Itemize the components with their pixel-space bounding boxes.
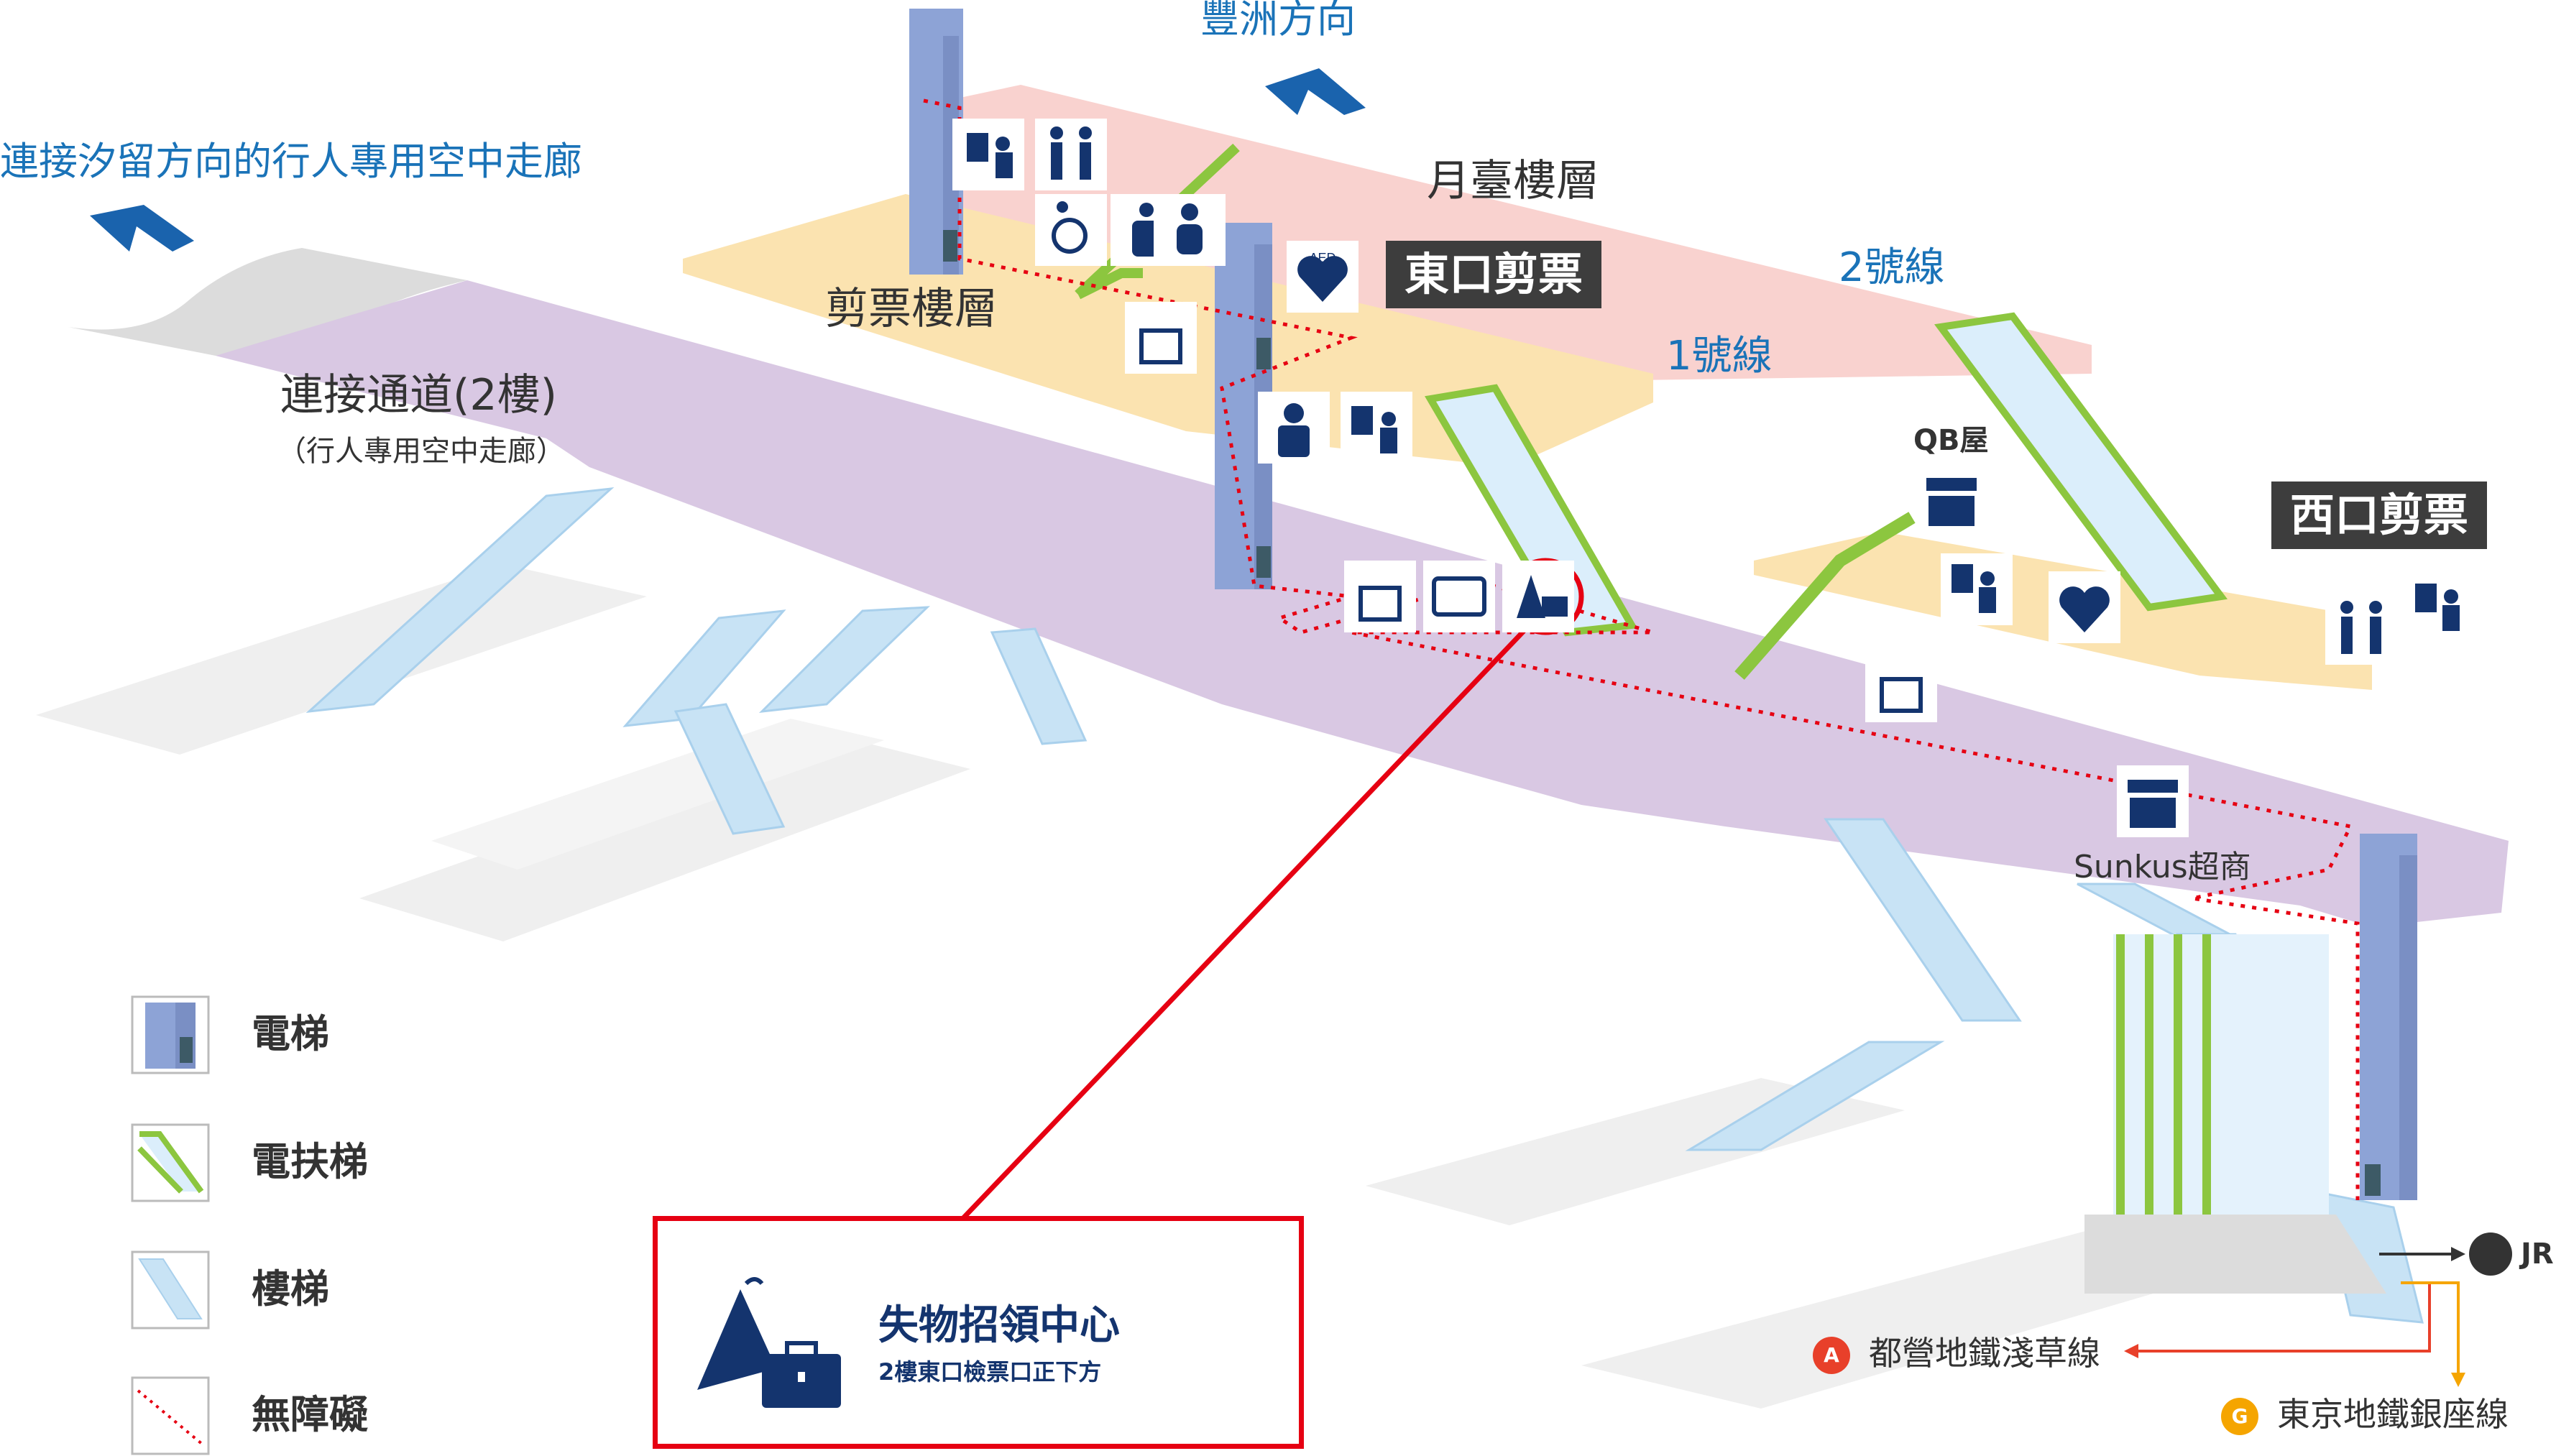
track-1-label: 1號線 bbox=[1666, 333, 1773, 379]
lost-and-found-icon bbox=[1502, 561, 1574, 632]
ginza-line-label: 東京地鐵銀座線 bbox=[2277, 1395, 2509, 1434]
arrow-toyosu-icon bbox=[1265, 68, 1366, 115]
wheelchair-icon bbox=[1035, 194, 1107, 266]
jr-badge-icon bbox=[2469, 1232, 2512, 1276]
qb-shop-label: QB屋 bbox=[1913, 424, 1989, 457]
corridor-label: 連接通道(2樓) bbox=[280, 370, 557, 420]
east-gate-label: 東口剪票 bbox=[1386, 241, 1602, 309]
asakusa-line-label: 都營地鐵淺草線 bbox=[1869, 1334, 2100, 1373]
locker-icon bbox=[1125, 302, 1197, 374]
legend-label-barrier-free: 無障礙 bbox=[252, 1392, 368, 1437]
facility-icons: AED bbox=[952, 119, 2476, 837]
locker-icon-2 bbox=[1344, 561, 1416, 632]
shop-icon bbox=[1916, 464, 1987, 535]
ticket-floor-label: 剪票樓層 bbox=[825, 284, 998, 334]
lost-and-found-large-icon bbox=[697, 1277, 841, 1408]
track-2-label: 2號線 bbox=[1839, 244, 1945, 291]
platform-floor-label: 月臺樓層 bbox=[1427, 156, 1599, 206]
sunkus-shop-label: Sunkus超商 bbox=[2074, 849, 2251, 885]
elevator-icon bbox=[131, 995, 210, 1074]
walkway-cap bbox=[68, 248, 467, 356]
ic-card-icon bbox=[1423, 561, 1495, 632]
escalator-icon bbox=[131, 1123, 210, 1202]
locker-icon-3 bbox=[1865, 650, 1937, 722]
toyosu-direction-label: 豐洲方向 bbox=[1200, 0, 1356, 42]
jr-label: JR bbox=[2521, 1238, 2554, 1271]
barrier-free-icon bbox=[131, 1376, 210, 1455]
transfer-arrows bbox=[2124, 1232, 2512, 1387]
arrow-shiodome-icon bbox=[90, 205, 194, 252]
aed-icon-text: AED bbox=[1309, 251, 1336, 265]
corridor-sub-label: （行人專用空中走廊） bbox=[277, 435, 565, 468]
callout-title: 失物招領中心 bbox=[878, 1302, 1120, 1349]
shop-icon-2 bbox=[2117, 765, 2189, 837]
restroom-icon-2 bbox=[2325, 593, 2397, 665]
callout-leader bbox=[961, 629, 1526, 1220]
station-staff-icon bbox=[1258, 392, 1330, 464]
baby-care-icon bbox=[1154, 194, 1226, 266]
legend-label-elevator: 電梯 bbox=[252, 1011, 329, 1056]
restroom-icon bbox=[1035, 119, 1107, 190]
lost-and-found-callout: 失物招領中心 2樓東口檢票口正下方 bbox=[653, 1216, 1304, 1449]
escalator-layer bbox=[1075, 143, 2386, 1294]
ticket-machine-icon bbox=[952, 119, 1024, 190]
asakusa-line-badge: A bbox=[1813, 1337, 1850, 1374]
stairs-icon bbox=[131, 1250, 210, 1330]
ticket-machine-icon-2 bbox=[1341, 392, 1412, 464]
aed-icon-2 bbox=[2049, 571, 2120, 643]
ticket-machine-icon-3 bbox=[1941, 553, 2013, 625]
shiodome-direction-label: 連接汐留方向的行人專用空中走廊 bbox=[0, 139, 582, 184]
aed-icon: AED bbox=[1287, 241, 1359, 313]
legend-label-escalator: 電扶梯 bbox=[252, 1139, 368, 1184]
ginza-line-badge: G bbox=[2221, 1398, 2258, 1435]
callout-subtitle: 2樓東口檢票口正下方 bbox=[878, 1358, 1102, 1386]
ticket-machine-icon-4 bbox=[2404, 571, 2476, 643]
legend-label-stairs: 樓梯 bbox=[252, 1266, 329, 1312]
west-gate-label: 西口剪票 bbox=[2271, 482, 2488, 550]
